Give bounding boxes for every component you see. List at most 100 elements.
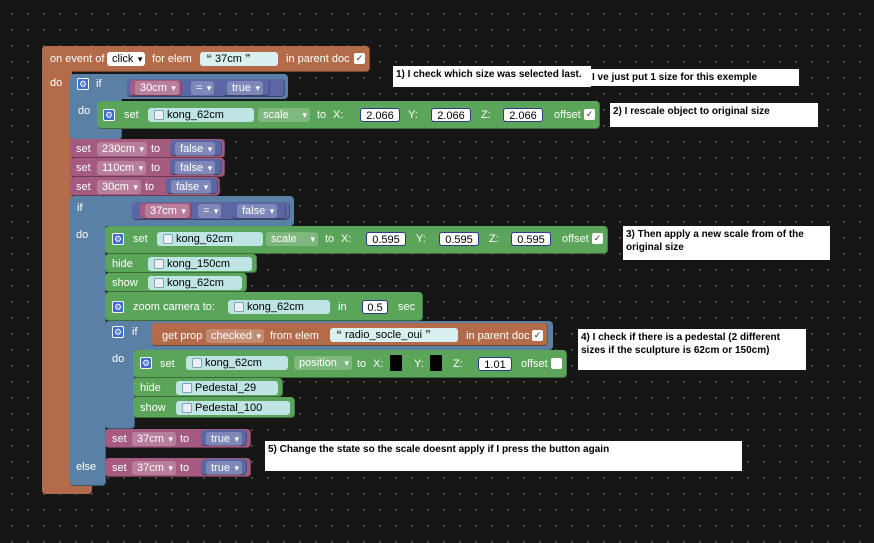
x-label: X: bbox=[373, 358, 384, 370]
parent-doc-checkbox[interactable]: ✓ bbox=[532, 330, 543, 341]
event-label: on event of bbox=[50, 53, 105, 65]
elem-field[interactable]: ❝ radio_socle_oui ❞ bbox=[330, 328, 458, 342]
bool-false-dropdown[interactable]: false bbox=[237, 204, 278, 218]
object-name: kong_62cm bbox=[247, 301, 304, 313]
var-dropdown[interactable]: 37cm bbox=[132, 432, 176, 446]
gear-icon[interactable]: ⚙ bbox=[77, 78, 89, 90]
event-block-body bbox=[42, 70, 72, 485]
zoom-label: zoom camera to: bbox=[133, 301, 215, 313]
in-parent-doc-label: in parent doc bbox=[466, 330, 530, 342]
cube-icon bbox=[234, 302, 244, 313]
offset-checkbox[interactable] bbox=[551, 358, 562, 369]
z-value[interactable]: 2.066 bbox=[503, 108, 543, 122]
in-parent-doc-label: in parent doc bbox=[286, 53, 350, 65]
set-label: set bbox=[124, 109, 139, 121]
x-label: X: bbox=[333, 109, 344, 121]
property-dropdown[interactable]: position bbox=[294, 356, 352, 370]
y-label: Y: bbox=[414, 358, 424, 370]
in-label: in bbox=[338, 301, 347, 313]
bool-dropdown[interactable]: false bbox=[171, 180, 212, 194]
offset-label: offset bbox=[562, 233, 589, 245]
if-label: if bbox=[132, 326, 138, 338]
else-label: else bbox=[76, 461, 97, 473]
if2-do-label: do bbox=[76, 229, 89, 241]
get-prop-label: get prop bbox=[162, 330, 203, 342]
operator-dropdown[interactable]: = bbox=[191, 81, 215, 95]
var-30cm-dropdown[interactable]: 30cm bbox=[135, 81, 179, 95]
if3-do-label: do bbox=[112, 353, 125, 365]
object-field[interactable]: kong_62cm bbox=[186, 356, 288, 370]
gear-icon[interactable]: ⚙ bbox=[112, 301, 124, 313]
y-empty-socket[interactable] bbox=[430, 355, 442, 371]
prop-dropdown[interactable]: checked bbox=[206, 329, 264, 343]
var-dropdown[interactable]: 30cm bbox=[97, 180, 141, 194]
object-field[interactable]: kong_62cm bbox=[228, 300, 330, 314]
object-name: kong_62cm bbox=[167, 109, 224, 121]
event-do-label: do bbox=[50, 77, 63, 89]
var-37cm-dropdown[interactable]: 37cm bbox=[145, 204, 189, 218]
gear-icon[interactable]: ⚙ bbox=[112, 233, 124, 245]
object-field[interactable]: kong_62cm bbox=[157, 232, 263, 246]
y-value[interactable]: 2.066 bbox=[431, 108, 471, 122]
cube-icon bbox=[154, 278, 164, 289]
x-value[interactable]: 0.595 bbox=[366, 232, 406, 246]
to-label: to bbox=[325, 233, 335, 245]
object-field[interactable]: kong_150cm bbox=[148, 257, 252, 271]
z-label: Z: bbox=[489, 233, 499, 245]
note-4: 4) I check if there is a pedestal (2 dif… bbox=[578, 329, 806, 370]
to-label: to bbox=[180, 462, 190, 474]
parent-doc-checkbox[interactable]: ✓ bbox=[354, 53, 365, 64]
bool-dropdown[interactable]: false bbox=[175, 142, 216, 156]
to-label: to bbox=[151, 162, 161, 174]
x-value[interactable]: 2.066 bbox=[360, 108, 400, 122]
bool-dropdown[interactable]: false bbox=[175, 161, 216, 175]
object-name: Pedestal_100 bbox=[195, 402, 263, 414]
gear-icon[interactable]: ⚙ bbox=[140, 357, 152, 369]
var-dropdown[interactable]: 110cm bbox=[97, 161, 147, 175]
if-label: if bbox=[77, 202, 83, 214]
z-label: Z: bbox=[481, 109, 491, 121]
object-name: kong_62cm bbox=[205, 357, 262, 369]
note-5: 5) Change the state so the scale doesnt … bbox=[265, 441, 742, 471]
var-dropdown[interactable]: 230cm bbox=[97, 142, 148, 156]
to-label: to bbox=[317, 109, 327, 121]
if-37cm-block[interactable] bbox=[70, 196, 106, 486]
set-label: set bbox=[76, 162, 91, 174]
zoom-seconds[interactable]: 0.5 bbox=[362, 300, 388, 314]
set-label: set bbox=[133, 233, 148, 245]
object-field[interactable]: Pedestal_29 bbox=[176, 381, 278, 395]
object-field[interactable]: kong_62cm bbox=[148, 108, 254, 122]
set-label: set bbox=[112, 462, 127, 474]
gear-icon[interactable]: ⚙ bbox=[103, 109, 115, 121]
gear-icon[interactable]: ⚙ bbox=[112, 326, 124, 338]
y-value[interactable]: 0.595 bbox=[439, 232, 479, 246]
offset-checkbox[interactable]: ✓ bbox=[592, 233, 603, 244]
set-label: set bbox=[76, 143, 91, 155]
x-empty-socket[interactable] bbox=[390, 355, 402, 371]
var-dropdown[interactable]: 37cm bbox=[132, 461, 176, 475]
elem-name-field[interactable]: ❝ 37cm ❞ bbox=[200, 52, 278, 66]
operator-dropdown[interactable]: = bbox=[198, 204, 222, 218]
cube-icon bbox=[154, 259, 164, 270]
elem-name-text: 37cm bbox=[214, 53, 242, 65]
set-label: set bbox=[76, 181, 91, 193]
bool-true-dropdown[interactable]: true bbox=[227, 81, 263, 95]
cube-icon bbox=[182, 383, 192, 394]
y-label: Y: bbox=[408, 109, 418, 121]
object-field[interactable]: Pedestal_100 bbox=[176, 401, 290, 415]
z-value[interactable]: 0.595 bbox=[511, 232, 551, 246]
cube-icon bbox=[163, 234, 173, 245]
z-value[interactable]: 1.01 bbox=[478, 357, 512, 371]
offset-label: offset bbox=[521, 358, 548, 370]
cube-icon bbox=[154, 110, 164, 121]
object-field[interactable]: kong_62cm bbox=[148, 276, 242, 290]
object-name: kong_62cm bbox=[167, 277, 224, 289]
property-dropdown[interactable]: scale bbox=[266, 232, 318, 246]
bool-dropdown[interactable]: true bbox=[206, 432, 242, 446]
object-name: kong_150cm bbox=[167, 258, 230, 270]
event-type-dropdown[interactable]: click bbox=[107, 52, 146, 66]
offset-checkbox[interactable]: ✓ bbox=[584, 109, 595, 120]
bool-dropdown[interactable]: true bbox=[206, 461, 242, 475]
cube-icon bbox=[182, 403, 192, 414]
property-dropdown[interactable]: scale bbox=[258, 108, 310, 122]
